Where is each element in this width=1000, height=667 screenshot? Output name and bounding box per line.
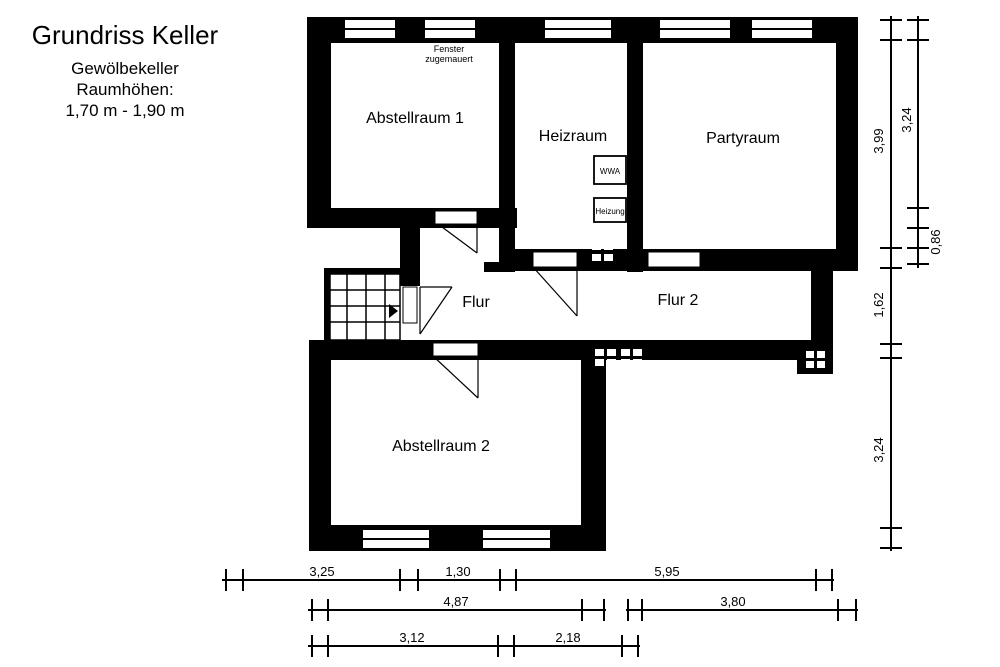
windows [345,20,812,548]
room-label-flur-2: Flur 2 [658,292,699,309]
dim-right-outer-1: 3,99 [871,128,886,153]
plan-title: Grundriss Keller [31,20,219,50]
equipment-wwa: WWA [593,155,627,185]
dim-bottom-3-2: 2,18 [555,630,580,645]
room-label-abstellraum-1: Abstellraum 1 [366,110,464,127]
wwa-label: WWA [600,167,621,176]
dim-bottom-1-2: 1,30 [445,564,470,579]
note-fenster: Fenster [434,44,465,54]
vents [592,243,825,368]
dimension-right [880,16,929,551]
dim-right-outer-2: 1,62 [871,292,886,317]
room-label-partyraum: Partyraum [706,130,780,147]
walls [307,17,858,551]
room-label-heizraum: Heizraum [539,128,607,145]
window [425,20,475,38]
doors [419,223,578,399]
window [752,20,812,38]
stairs [329,273,401,341]
stair-arrow-icon [389,304,398,318]
door [532,266,578,317]
dim-right-outer-3: 3,24 [871,437,886,462]
dim-bottom-1-3: 5,95 [654,564,679,579]
door [437,223,478,254]
note-zugemauert: zugemauert [425,54,473,64]
dimension-bottom [222,569,858,657]
dim-right-inner-1: 3,24 [899,107,914,132]
dim-bottom-2-2: 3,80 [720,594,745,609]
door [432,355,479,399]
dim-right-inner-2: 0,86 [928,229,943,254]
window [345,20,395,38]
door [419,286,453,335]
equipment-heizung: Heizung [593,197,627,223]
dim-bottom-3-1: 3,12 [399,630,424,645]
plan-subtitle-1: Gewölbekeller [71,59,179,78]
heizung-label: Heizung [595,207,624,216]
room-label-abstellraum-2: Abstellraum 2 [392,438,490,455]
dim-bottom-1-1: 3,25 [309,564,334,579]
room-label-flur: Flur [462,294,490,311]
window [483,530,550,548]
plan-subtitle-2: Raumhöhen: [76,80,174,99]
window [660,20,730,38]
dim-bottom-2-1: 4,87 [443,594,468,609]
window [363,530,429,548]
window [545,20,611,38]
plan-subtitle-3: 1,70 m - 1,90 m [65,101,185,120]
